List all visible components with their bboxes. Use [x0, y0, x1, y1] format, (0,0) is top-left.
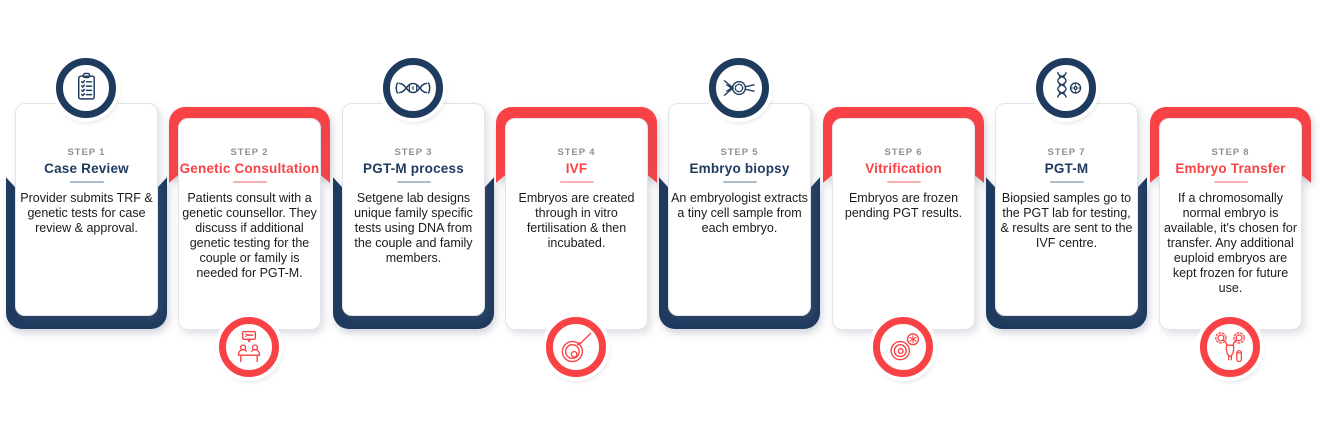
step-card-2: STEP 2 Genetic Consultation Patients con… [169, 0, 330, 438]
card-text: STEP 6 Vitrification Embryos are frozen … [832, 147, 975, 221]
step-card-8: STEP 8 Embryo Transfer If a chromosomall… [1150, 0, 1311, 438]
step-number-label: STEP 7 [1047, 147, 1086, 158]
step-icon-badge [383, 58, 443, 118]
card-text: STEP 7 PGT-M Biopsied samples go to the … [995, 147, 1138, 251]
title-underline [886, 181, 921, 183]
step-title: Genetic Consultation [179, 161, 320, 176]
embryo-biopsy-icon [719, 68, 759, 108]
dna-analysis-icon [1046, 68, 1086, 108]
uterus-test-tube-icon [1210, 327, 1250, 367]
title-underline [232, 181, 267, 183]
step-card-3: STEP 3 PGT-M process Setgene lab designs… [333, 0, 494, 438]
step-description: Embryos are created through in vitro fer… [518, 191, 635, 250]
step-card-1: STEP 1 Case Review Provider submits TRF … [6, 0, 167, 438]
step-number-label: STEP 4 [557, 147, 596, 158]
step-title: Vitrification [865, 161, 942, 176]
dna-strand-icon [393, 68, 433, 108]
card-text: STEP 4 IVF Embryos are created through i… [505, 147, 648, 251]
step-number-label: STEP 8 [1211, 147, 1250, 158]
step-title: PGT-M [1044, 161, 1089, 176]
step-description: Patients consult with a genetic counsell… [182, 191, 317, 280]
ivf-needle-egg-icon [556, 327, 596, 367]
step-icon-badge [219, 317, 279, 377]
card-body [995, 103, 1138, 316]
card-body [832, 118, 975, 330]
card-body [15, 103, 158, 316]
step-title: PGT-M process [363, 161, 464, 176]
step-card-6: STEP 6 Vitrification Embryos are frozen … [823, 0, 984, 438]
step-title: Embryo biopsy [689, 161, 790, 176]
clipboard-checklist-icon [66, 68, 106, 108]
step-description: Provider submits TRF & genetic tests for… [20, 191, 153, 235]
frozen-cell-icon [883, 327, 923, 367]
step-icon-badge [546, 317, 606, 377]
genetic-counselling-icon [229, 327, 269, 367]
card-text: STEP 5 Embryo biopsy An embryologist ext… [668, 147, 811, 236]
title-underline [69, 181, 104, 183]
step-title: IVF [565, 161, 588, 176]
card-body [1159, 118, 1302, 330]
step-number-label: STEP 5 [720, 147, 759, 158]
step-icon-badge [1200, 317, 1260, 377]
card-text: STEP 8 Embryo Transfer If a chromosomall… [1159, 147, 1302, 296]
step-card-4: STEP 4 IVF Embryos are created through i… [496, 0, 657, 438]
step-card-7: STEP 7 PGT-M Biopsied samples go to the … [986, 0, 1147, 438]
card-body [668, 103, 811, 316]
step-icon-badge [873, 317, 933, 377]
step-number-label: STEP 3 [394, 147, 433, 158]
step-icon-badge [709, 58, 769, 118]
title-underline [1049, 181, 1084, 183]
step-description: Biopsied samples go to the PGT lab for t… [1000, 191, 1133, 250]
step-description: Embryos are frozen pending PGT results. [844, 191, 963, 220]
card-body [342, 103, 485, 316]
step-icon-badge [1036, 58, 1096, 118]
step-description: An embryologist extracts a tiny cell sam… [671, 191, 808, 235]
card-text: STEP 2 Genetic Consultation Patients con… [178, 147, 321, 281]
step-number-label: STEP 6 [884, 147, 923, 158]
step-card-5: STEP 5 Embryo biopsy An embryologist ext… [659, 0, 820, 438]
step-icon-badge [56, 58, 116, 118]
title-underline [1213, 181, 1248, 183]
card-text: STEP 1 Case Review Provider submits TRF … [15, 147, 158, 236]
title-underline [396, 181, 431, 183]
card-text: STEP 3 PGT-M process Setgene lab designs… [342, 147, 485, 266]
step-number-label: STEP 1 [67, 147, 106, 158]
title-underline [559, 181, 594, 183]
step-title: Case Review [44, 161, 129, 176]
step-description: If a chromosomally normal embryo is avai… [1163, 191, 1297, 295]
step-title: Embryo Transfer [1175, 161, 1286, 176]
step-number-label: STEP 2 [230, 147, 269, 158]
card-body [178, 118, 321, 330]
step-description: Setgene lab designs unique family specif… [354, 191, 473, 265]
title-underline [722, 181, 757, 183]
